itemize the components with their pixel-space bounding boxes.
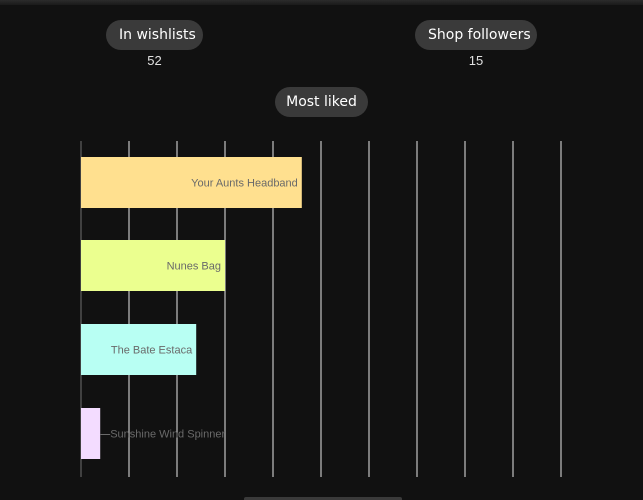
most-liked-title: Most liked <box>275 87 368 117</box>
followers-stat: Shop followers 15 <box>415 20 537 68</box>
bar-label-1: Nunes Bag <box>167 261 221 273</box>
bar-label-0: Your Aunts Headband <box>191 178 298 190</box>
bar-0[interactable] <box>81 157 302 208</box>
top-border <box>0 0 643 5</box>
bar-2[interactable] <box>81 324 197 375</box>
wishlists-label: In wishlists <box>106 20 203 50</box>
wishlists-stat: In wishlists 52 <box>106 20 203 68</box>
bar-label-3: Sunshine Wind Spinner <box>110 429 225 441</box>
chart-bars <box>81 157 302 459</box>
bar-3[interactable] <box>81 408 101 459</box>
most-liked-heading: Most liked <box>275 87 368 117</box>
bar-1[interactable] <box>81 240 225 291</box>
followers-value: 15 <box>468 53 484 68</box>
bar-label-2: The Bate Estaca <box>111 345 193 357</box>
bottom-scroll-handle[interactable] <box>244 497 402 500</box>
followers-label: Shop followers <box>415 20 537 50</box>
wishlists-value: 52 <box>147 53 162 68</box>
